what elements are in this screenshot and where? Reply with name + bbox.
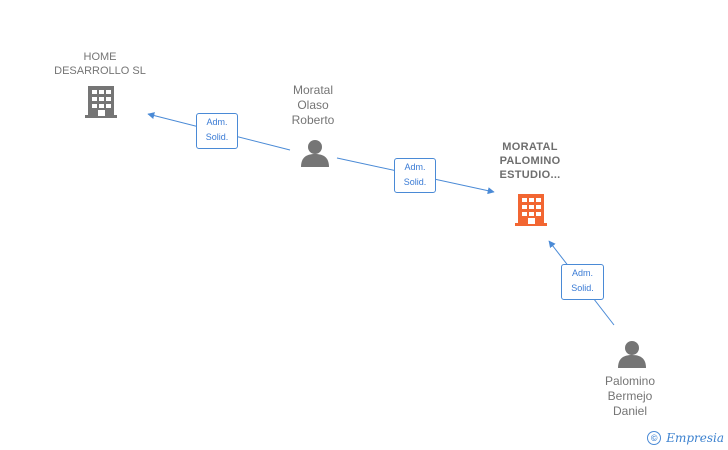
person-label-palomino-bermejo[interactable]: Palomino Bermejo Daniel (604, 374, 656, 418)
company-label-moratal-palomino[interactable]: MORATAL PALOMINO ESTUDIO... (499, 141, 561, 181)
person-label-moratal-olaso[interactable]: Moratal Olaso Roberto (291, 83, 335, 127)
branding: © Empresia (647, 431, 724, 445)
building-icon[interactable] (515, 194, 547, 226)
edge-label-palomino-to-estudio: Adm. Solid. (561, 264, 604, 300)
company-label-home-desarrollo[interactable]: HOME DESARROLLO SL (54, 51, 146, 77)
person-icon[interactable] (618, 341, 646, 368)
building-icon[interactable] (85, 86, 117, 118)
edge-label-moratal-to-estudio: Adm. Solid. (394, 158, 436, 193)
brand-logo: Empresia (666, 431, 724, 445)
edge-label-moratal-to-home: Adm. Solid. (196, 113, 238, 149)
person-icon[interactable] (301, 140, 329, 167)
copyright-icon: © (647, 431, 662, 445)
